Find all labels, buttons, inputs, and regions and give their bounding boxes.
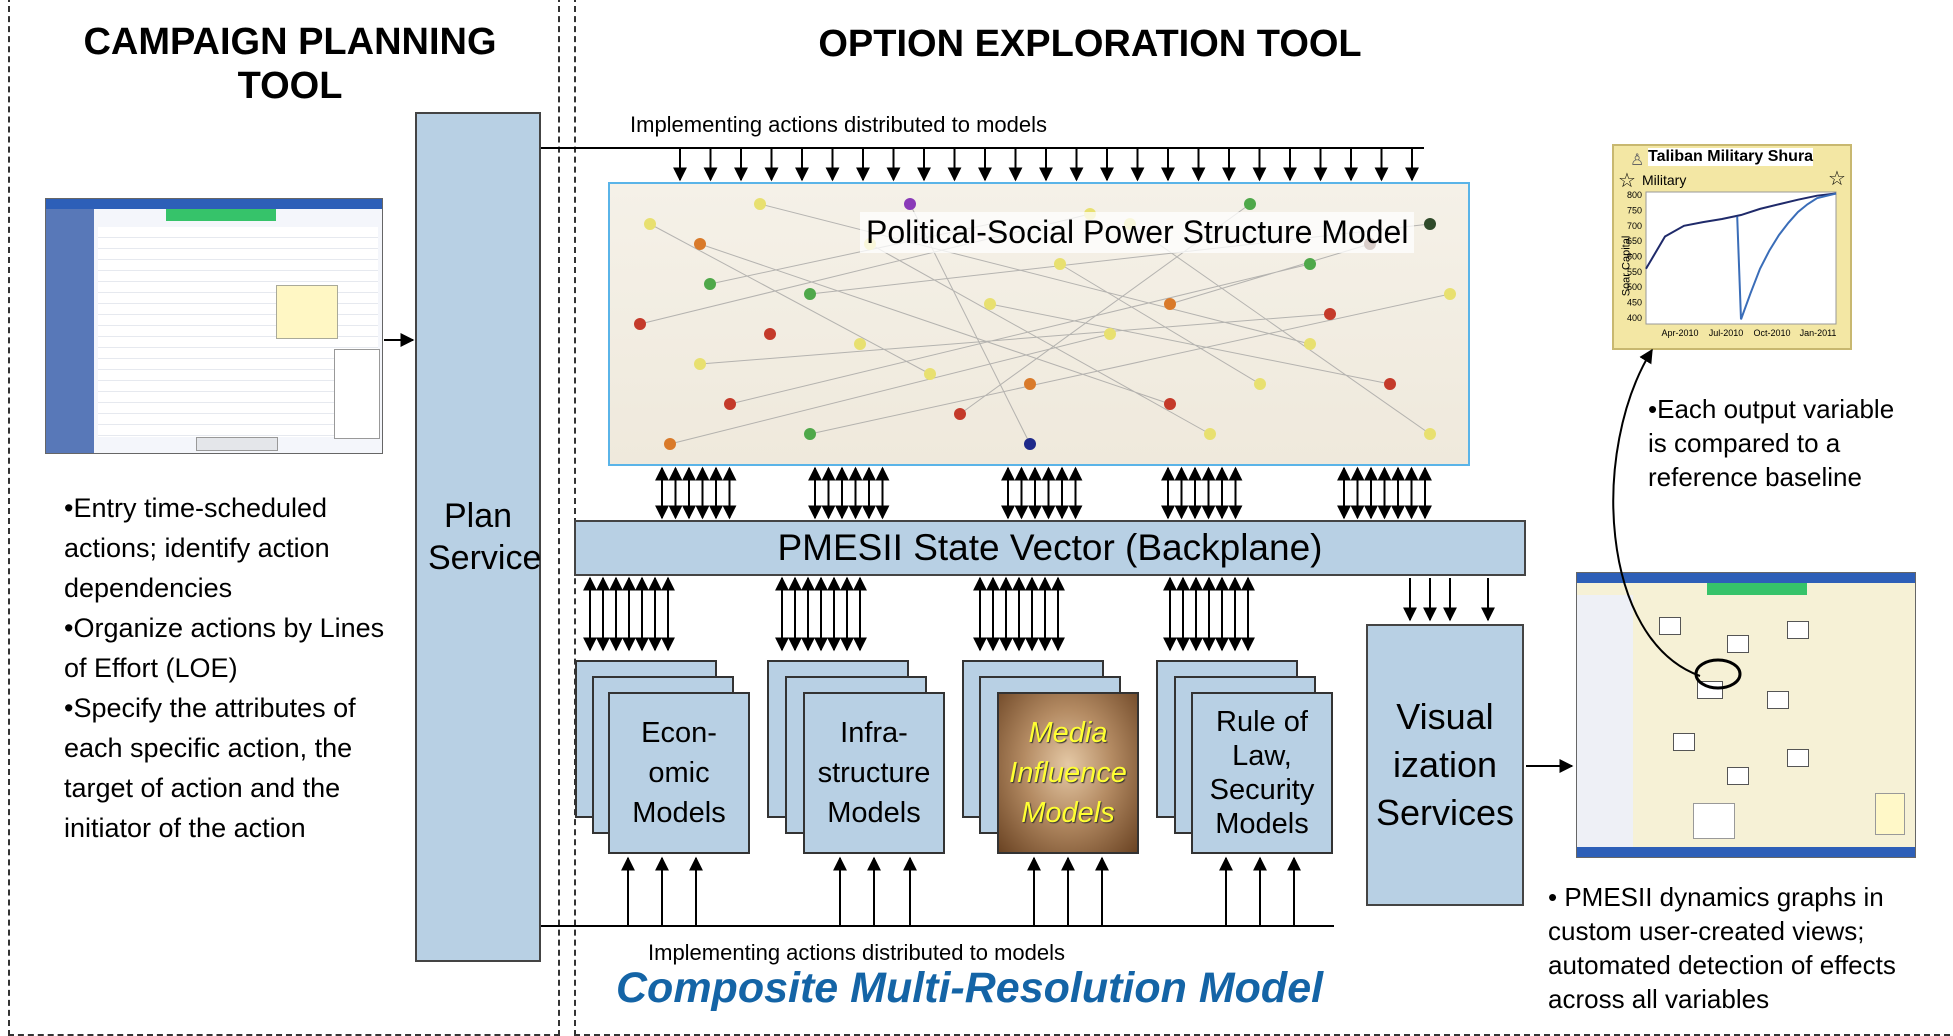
campaign-bullet-2: •Organize actions by Lines of Effort (LO… [64,613,385,683]
campaign-bullet-1: •Entry time-scheduled actions; identify … [64,493,330,603]
economic-models-label: Econ- omic Models [632,717,726,829]
network-model-title: Political-Social Power Structure Model [860,212,1415,253]
visualization-services-label: Visual ization Services [1375,696,1515,833]
media-influence-models-box: Media Influence Models [997,692,1139,854]
chart-note: •Each output variable is compared to a r… [1648,394,1895,492]
campaign-planning-screenshot [45,198,383,454]
plan-service-box: Plan Service [415,112,541,962]
star-icon-right: ☆ [1828,168,1846,190]
infrastructure-models-label: Infra- structure Models [817,717,931,829]
option-exploration-title: OPTION EXPLORATION TOOL [818,23,1362,65]
campaign-bullet-3: •Specify the attributes of each specific… [64,693,356,843]
economic-models-box: Econ- omic Models [608,692,750,854]
chart-legend: Military [1642,172,1687,188]
top-flow-label: Implementing actions distributed to mode… [630,112,1047,137]
backplane-box: PMESII State Vector (Backplane) [574,520,1526,576]
person-icon: ♙ [1630,152,1645,169]
rule-of-law-models-box: Rule of Law, Security Models [1191,692,1333,854]
dynamics-note: • PMESII dynamics graphs in custom user-… [1548,882,1896,1014]
bottom-flow-label: Implementing actions distributed to mode… [648,940,1065,965]
network-graph [634,198,1456,450]
composite-model-title: Composite Multi-Resolution Model [616,964,1324,1012]
chart-ylabel: Soar Capital [1620,235,1633,297]
backplane-label: PMESII State Vector (Backplane) [777,527,1323,568]
media-influence-models-label: Media Influence Models [1009,717,1127,829]
star-icon: ☆ [1618,170,1636,192]
campaign-bullets: •Entry time-scheduled actions; identify … [64,488,386,848]
infrastructure-models-box: Infra- structure Models [803,692,945,854]
rule-of-law-models-label: Rule of Law, Security Models [1209,706,1315,840]
chart-title: Taliban Military Shura [1648,148,1814,166]
visualization-services-box: Visual ization Services [1366,624,1524,906]
pmesii-dynamics-screenshot [1576,572,1916,858]
plan-service-label: Plan Service [428,497,542,577]
campaign-planning-title: CAMPAIGN PLANNING TOOL [83,21,497,107]
